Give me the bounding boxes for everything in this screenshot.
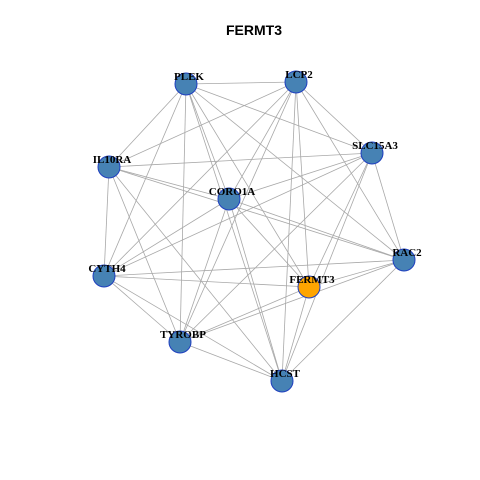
- node-hcst: [270, 369, 294, 393]
- edge-rac2-fermt3: [308, 259, 405, 288]
- edge-plek-coro1a: [185, 83, 230, 200]
- edge-rac2-cyth4: [103, 259, 405, 277]
- edge-plek-slc15a3: [185, 83, 373, 154]
- edge-cyth4-fermt3: [103, 275, 310, 288]
- edge-plek-cyth4: [103, 83, 187, 277]
- edge-plek-tyrobp: [179, 83, 187, 343]
- edge-lcp2-il10ra: [108, 81, 297, 168]
- node-label-lcp2: LCP2: [285, 69, 313, 81]
- edge-coro1a-cyth4: [103, 198, 230, 277]
- node-label-coro1a: CORO1A: [209, 186, 256, 198]
- edge-lcp2-slc15a3: [295, 81, 373, 154]
- node-cyth4: [92, 264, 116, 288]
- edge-plek-il10ra: [108, 83, 187, 168]
- node-label-tyrobp: TYROBP: [160, 329, 206, 341]
- node-rac2: [392, 248, 416, 272]
- edge-lcp2-tyrobp: [179, 81, 297, 343]
- edge-slc15a3-coro1a: [228, 152, 373, 200]
- edge-il10ra-rac2: [108, 166, 405, 261]
- node-fermt3: [297, 275, 321, 299]
- edge-il10ra-coro1a: [108, 166, 230, 200]
- edge-slc15a3-il10ra: [108, 152, 373, 168]
- edge-layer: [103, 81, 405, 382]
- edge-slc15a3-cyth4: [103, 152, 373, 277]
- node-plek: [174, 72, 198, 96]
- node-label-fermt3: FERMT3: [289, 274, 335, 286]
- node-layer: [92, 70, 416, 393]
- edge-plek-lcp2: [185, 81, 297, 85]
- edge-il10ra-cyth4: [103, 166, 110, 277]
- edge-coro1a-rac2: [228, 198, 405, 261]
- node-label-slc15a3: SLC15A3: [352, 140, 398, 152]
- edge-coro1a-hcst: [228, 198, 283, 382]
- node-slc15a3: [360, 141, 384, 165]
- edge-cyth4-hcst: [103, 275, 283, 382]
- edge-coro1a-fermt3: [228, 198, 310, 288]
- edge-slc15a3-rac2: [371, 152, 405, 261]
- edge-il10ra-hcst: [108, 166, 283, 382]
- node-label-hcst: HCST: [270, 368, 301, 380]
- edge-lcp2-coro1a: [228, 81, 297, 200]
- edge-fermt3-hcst: [281, 286, 310, 382]
- edge-plek-rac2: [185, 83, 405, 261]
- edge-fermt3-tyrobp: [179, 286, 310, 343]
- node-coro1a: [217, 187, 241, 211]
- edge-lcp2-cyth4: [103, 81, 297, 277]
- edge-plek-hcst: [185, 83, 283, 382]
- edge-cyth4-tyrobp: [103, 275, 181, 343]
- node-il10ra: [97, 155, 121, 179]
- edge-rac2-tyrobp: [179, 259, 405, 343]
- edge-tyrobp-hcst: [179, 341, 283, 382]
- edge-il10ra-tyrobp: [108, 166, 181, 343]
- node-label-il10ra: IL10RA: [93, 154, 132, 166]
- edge-lcp2-hcst: [281, 81, 297, 382]
- graph-title: FERMT3: [226, 22, 282, 38]
- edge-plek-fermt3: [185, 83, 310, 288]
- node-label-plek: PLEK: [174, 71, 204, 83]
- edge-lcp2-rac2: [295, 81, 405, 261]
- node-label-cyth4: CYTH4: [88, 263, 126, 275]
- edge-slc15a3-hcst: [281, 152, 373, 382]
- edge-slc15a3-tyrobp: [179, 152, 373, 343]
- edge-slc15a3-fermt3: [308, 152, 373, 288]
- edge-rac2-hcst: [281, 259, 405, 382]
- node-lcp2: [284, 70, 308, 94]
- node-tyrobp: [168, 330, 192, 354]
- node-label-rac2: RAC2: [392, 247, 422, 259]
